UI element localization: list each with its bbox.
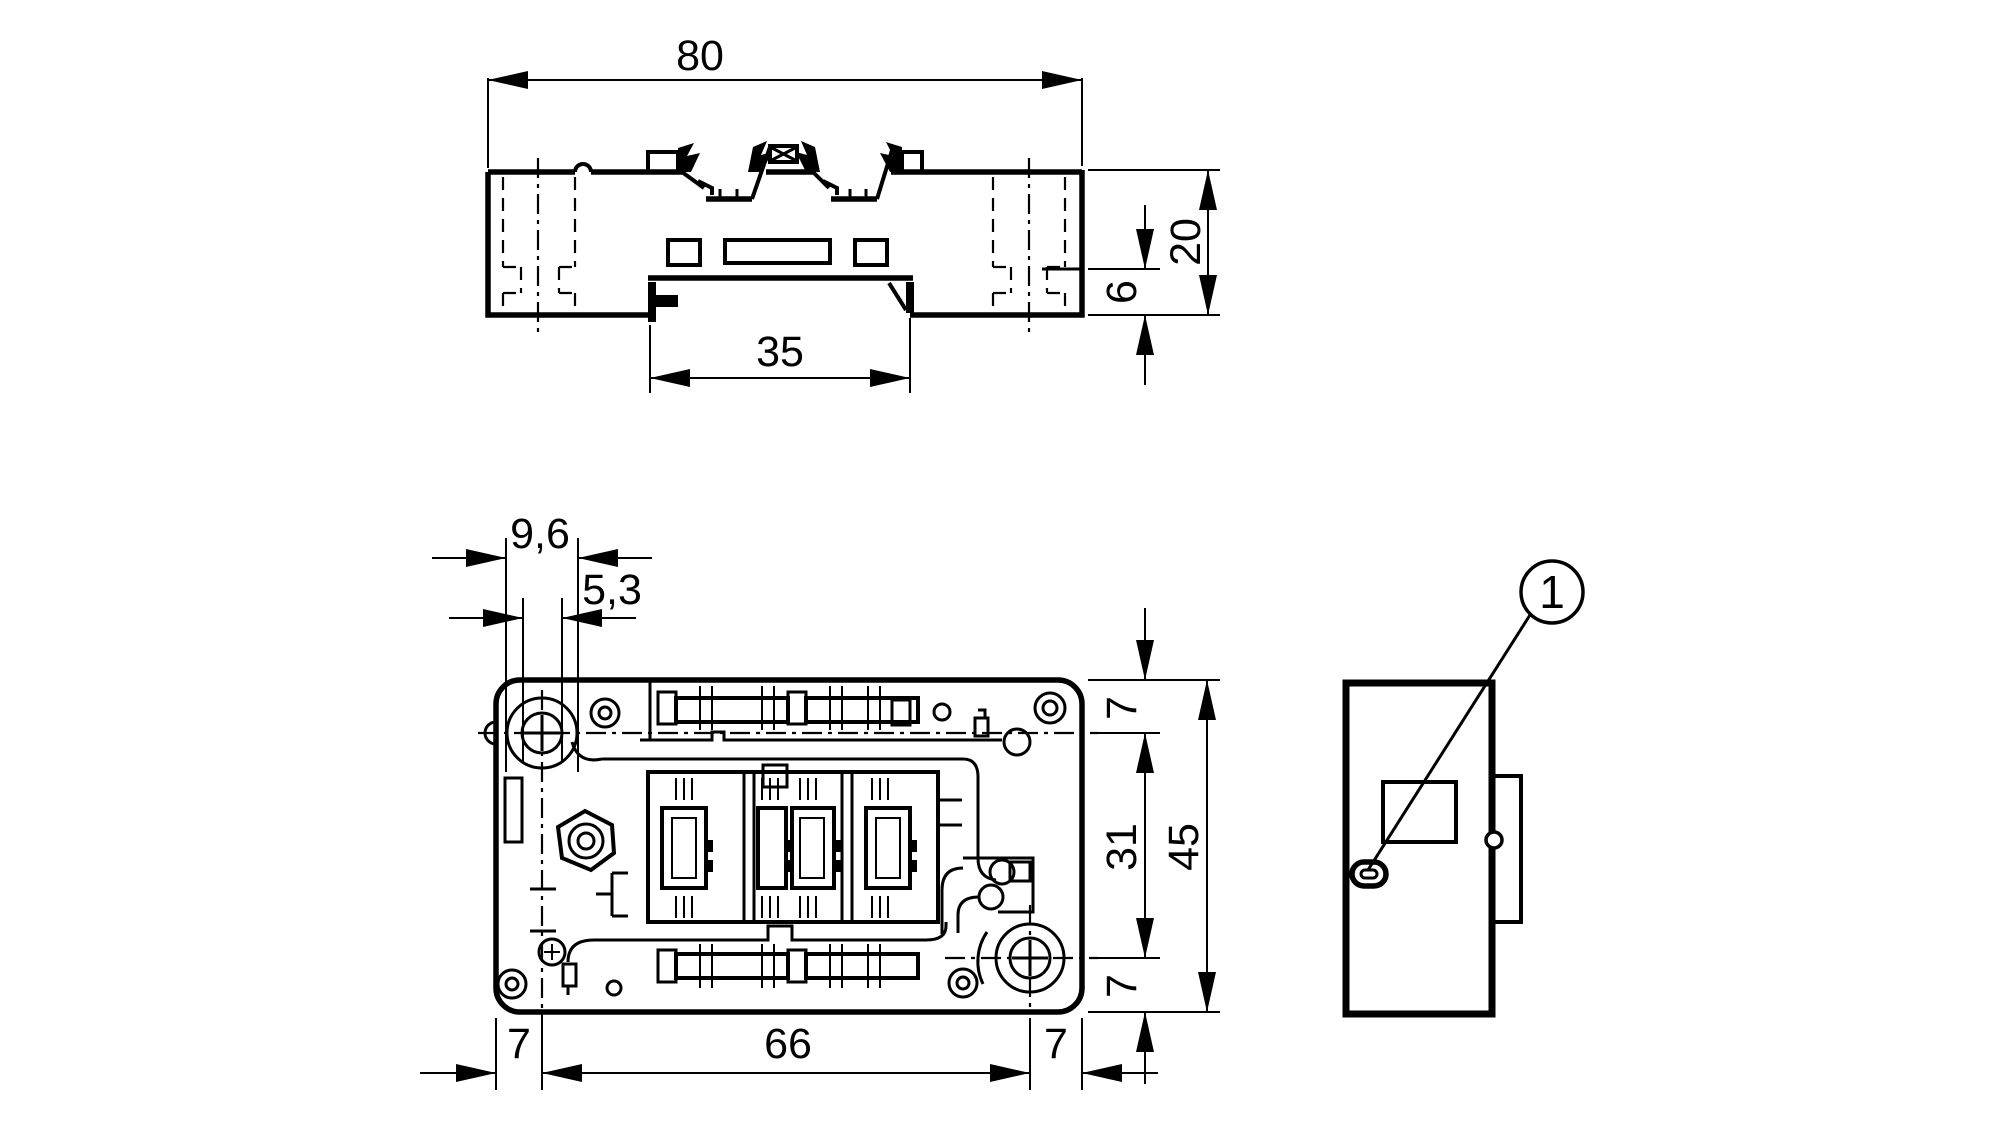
dim-6: 6 [1088, 205, 1160, 385]
din-rail-clips [646, 141, 924, 202]
dim-span-horizontal-label: 66 [764, 1020, 812, 1068]
callout-balloon: 1 [1366, 559, 1585, 871]
bottom-view: 9,6 5,3 7 31 45 7 [420, 510, 1220, 1090]
dim-margin-right-label: 7 [1044, 1020, 1068, 1068]
dim-9-6: 9,6 [432, 510, 652, 772]
dim-boss-outer-label: 9,6 [510, 510, 570, 558]
relay-cluster [646, 770, 962, 924]
hidden-hole-right [991, 158, 1082, 334]
dim-80: 80 [487, 32, 1083, 168]
callout-number-label: 1 [1539, 566, 1565, 618]
top-view-windows [666, 238, 889, 267]
dim-35: 35 [649, 318, 911, 393]
dim-5-3: 5,3 [449, 566, 642, 762]
dim-height-label: 20 [1162, 218, 1210, 266]
mounting-screw-bottom-right [976, 922, 1066, 994]
side-view-bump [1484, 830, 1504, 850]
side-view-body [1342, 679, 1496, 1018]
bottom-view-body [493, 677, 1085, 1015]
dim-margin-top-label: 7 [1098, 696, 1146, 720]
right-pads-traces [761, 708, 1035, 934]
dim-top-width-label: 80 [676, 32, 724, 80]
callout-circle [1519, 559, 1585, 625]
dim-boss-inner-label: 5,3 [582, 566, 642, 614]
side-view-slot [1349, 859, 1389, 889]
dim-overall-height-label: 45 [1160, 823, 1208, 871]
dim-span-vertical-label: 31 [1098, 823, 1146, 871]
side-view: 1 [1342, 559, 1585, 1018]
hidden-hole-left [501, 158, 577, 334]
pcb-hole-ring [589, 697, 621, 729]
dim-chain-vertical: 7 31 45 7 [1088, 608, 1220, 1084]
dim-margin-left-label: 7 [507, 1020, 531, 1068]
dim-chain-horizontal: 7 66 7 [420, 1014, 1158, 1090]
dim-step-label: 6 [1098, 280, 1146, 304]
terminal-row-top [656, 686, 920, 730]
terminal-row-bottom [656, 944, 920, 988]
top-view: 80 35 20 6 [485, 32, 1220, 393]
rail-slot-foot [648, 275, 914, 322]
left-side-details [503, 776, 628, 995]
side-view-window [1381, 780, 1458, 844]
corner-holes [496, 691, 1067, 1000]
hex-nut [555, 808, 617, 873]
dim-rail-slot-label: 35 [756, 328, 804, 376]
dim-20: 20 [1088, 169, 1220, 316]
cavity-partitions [566, 682, 1002, 963]
dim-margin-bottom-label: 7 [1098, 974, 1146, 998]
